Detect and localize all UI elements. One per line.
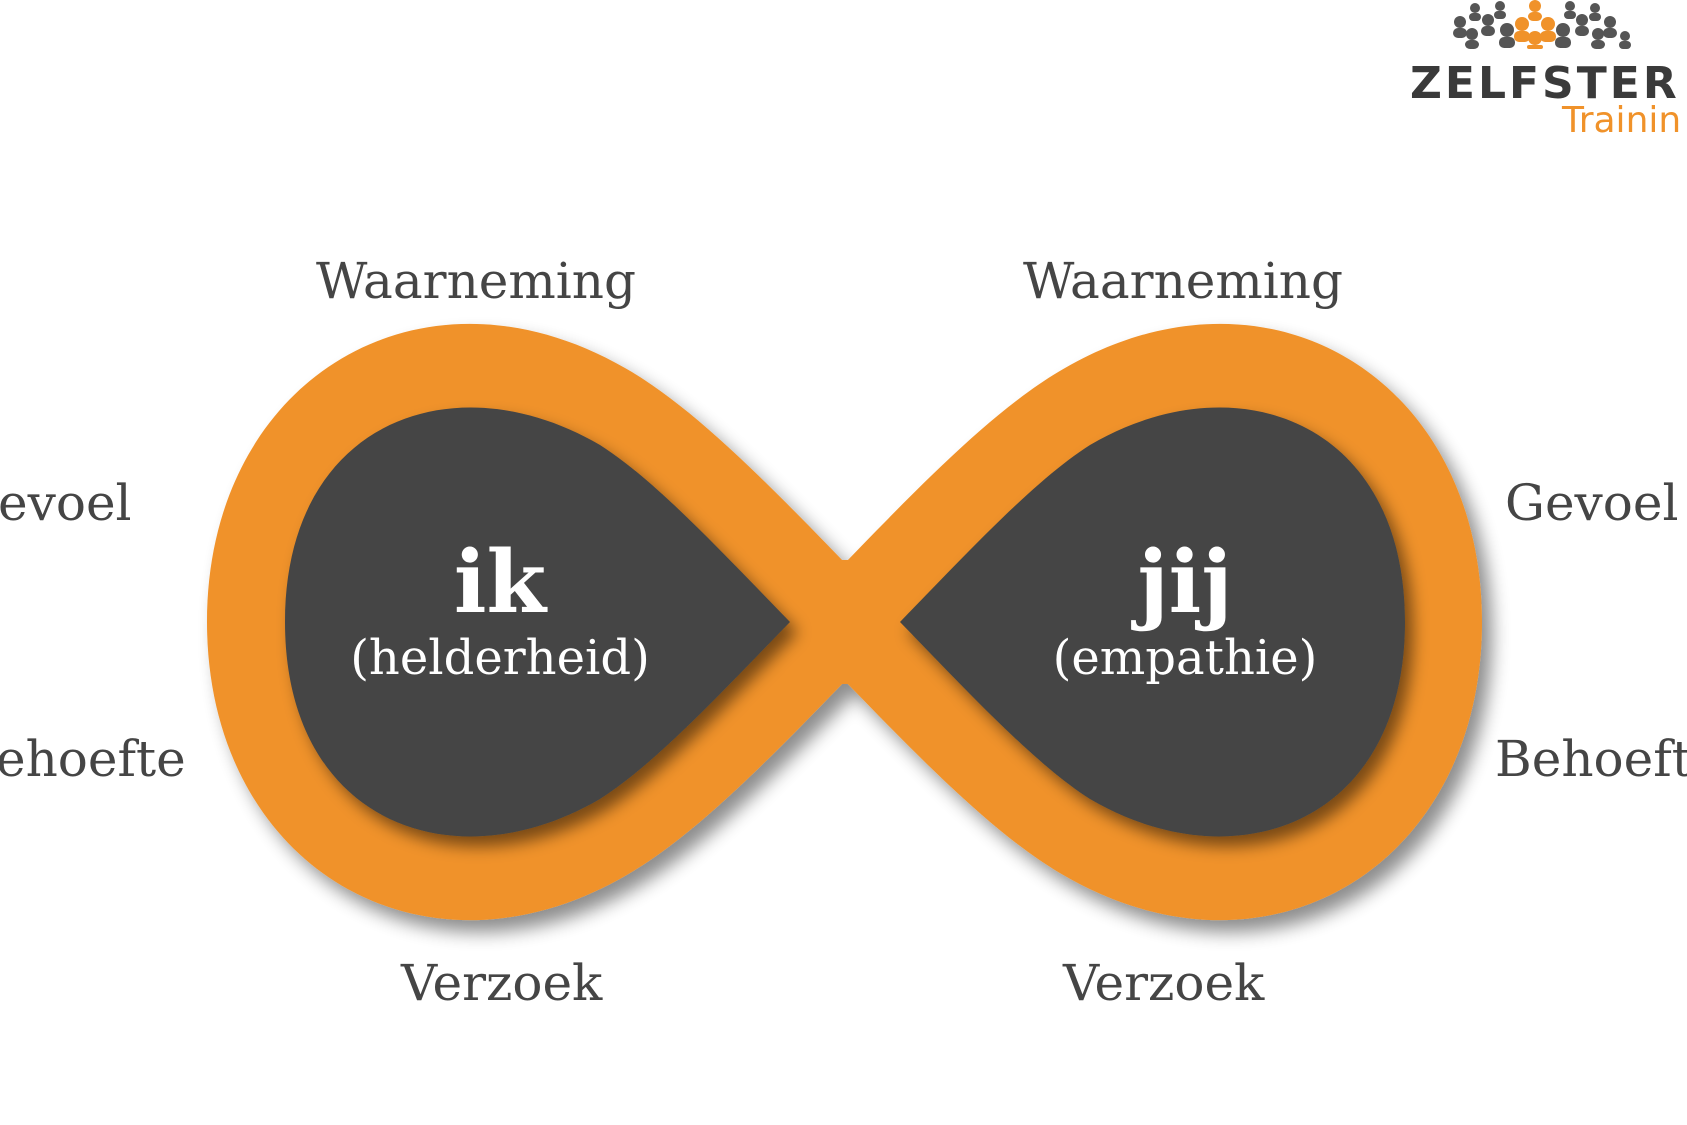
right-inner-teardrop	[900, 407, 1405, 837]
logo-name: ZELFSTER	[1410, 58, 1680, 109]
right-label-waarneming: Waarneming	[1023, 252, 1343, 310]
left-center-label: ik (helderheid)	[300, 532, 700, 686]
right-subtitle: (empathie)	[1052, 630, 1318, 686]
left-label-verzoek: Verzoek	[401, 954, 603, 1012]
left-label-gevoel: evoel	[0, 474, 132, 532]
left-label-waarneming: Waarneming	[316, 252, 636, 310]
people-crowd-icon	[1453, 0, 1631, 49]
right-label-behoefte: Behoeft	[1495, 730, 1687, 788]
right-title: jij	[1137, 532, 1233, 633]
logo-subtitle: Trainin	[1562, 100, 1682, 141]
right-center-label: jij (empathie)	[985, 532, 1385, 686]
right-label-verzoek: Verzoek	[1063, 954, 1265, 1012]
left-label-behoefte: ehoefte	[0, 730, 186, 788]
right-label-gevoel: Gevoel	[1505, 474, 1679, 532]
infinity-center-join	[815, 560, 875, 684]
left-subtitle: (helderheid)	[350, 630, 650, 686]
left-inner-teardrop	[285, 407, 790, 837]
left-title: ik	[453, 532, 547, 633]
